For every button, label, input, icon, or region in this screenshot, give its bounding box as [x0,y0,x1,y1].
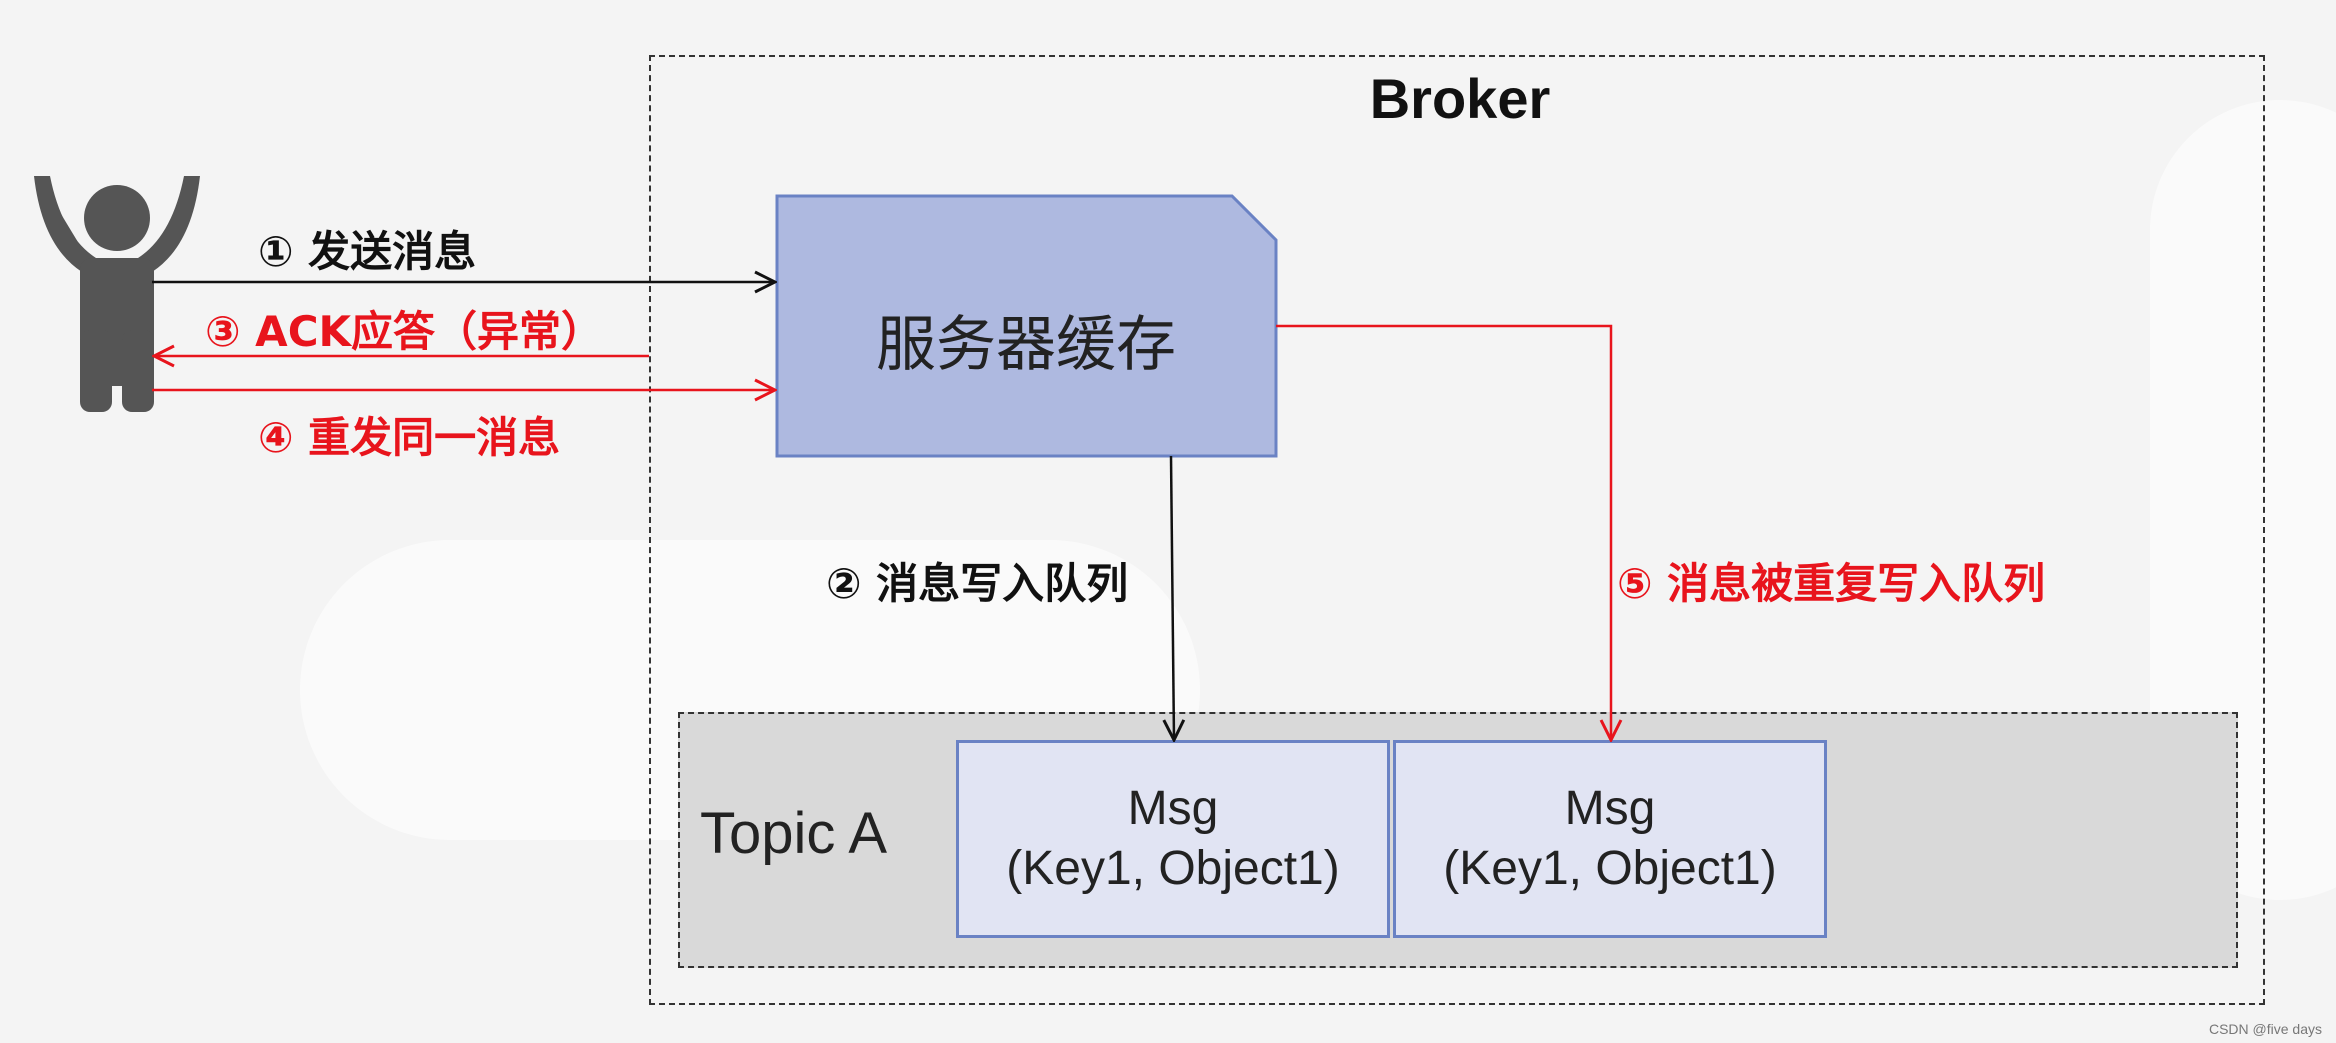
topic-label: Topic A [700,801,887,866]
step-resend-label: ④ 重发同一消息 [258,413,561,462]
message-content: (Key1, Object1) [1006,842,1340,895]
server-cache-label: 服务器缓存 [876,310,1176,380]
duplicate-message-box: Msg (Key1, Object1) [1393,740,1827,938]
step-send-label: ① 发送消息 [258,227,477,276]
step-duplicate-label: ⑤ 消息被重复写入队列 [1617,559,2046,608]
message-box: Msg (Key1, Object1) [956,740,1390,938]
write-queue-arrow [1171,455,1174,740]
broker-container [649,55,2265,1005]
user-icon [34,176,200,412]
watermark: CSDN @five days [2208,1021,2322,1037]
broker-title: Broker [1369,67,1551,130]
step-write-queue-label: ② 消息写入队列 [826,559,1129,608]
step-ack-label: ③ ACK应答（异常） [205,307,604,356]
server-cache-shape [775,194,1278,458]
message-title: Msg [1564,782,1656,835]
duplicate-write-arrow [1276,324,1611,740]
message-title: Msg [1127,782,1219,835]
message-content: (Key1, Object1) [1443,842,1777,895]
